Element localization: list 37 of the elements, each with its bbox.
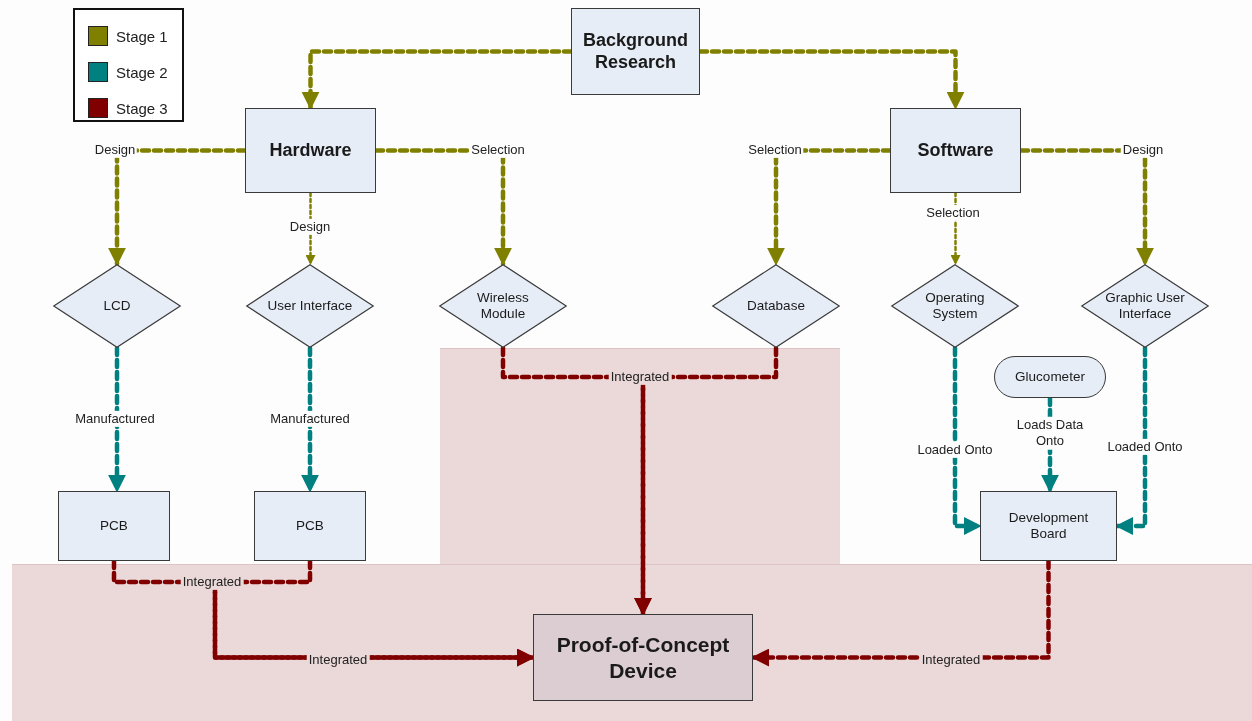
legend-label: Stage 1 — [116, 27, 168, 45]
edge-label: Manufactured — [73, 410, 157, 428]
node-label: Development Board — [1007, 509, 1090, 543]
decision-diamond — [53, 264, 181, 348]
process-box — [254, 491, 366, 561]
decision-diamond — [246, 264, 374, 348]
node-label: Wireless Module — [476, 289, 530, 323]
process-box — [245, 108, 376, 193]
node-label: Operating System — [924, 289, 986, 323]
decision-diamond — [891, 264, 1019, 348]
edge-label: Loaded Onto — [1105, 438, 1185, 456]
edge-label: Manufactured — [268, 410, 352, 428]
edge-label: Loaded Onto — [915, 441, 995, 459]
edge-label: Selection — [924, 204, 982, 222]
node-label: Background Research — [582, 29, 689, 74]
node-label: LCD — [103, 297, 131, 315]
node-label: Glucometer — [1015, 368, 1085, 386]
process-box — [890, 108, 1021, 193]
process-box — [58, 491, 170, 561]
node-label: Graphic User Interface — [1104, 289, 1186, 323]
connector-arrow — [950, 191, 961, 266]
legend-label: Stage 2 — [116, 63, 168, 81]
terminal-box — [994, 356, 1106, 398]
edge-label: Design — [287, 218, 333, 236]
node-label: PCB — [100, 517, 128, 535]
node-label: User Interface — [267, 297, 353, 315]
connector-arrow — [305, 191, 316, 266]
node-label: Hardware — [269, 139, 352, 162]
node-label: Proof-of-Concept Device — [555, 632, 731, 683]
decision-diamond — [1081, 264, 1209, 348]
node-label: Database — [747, 297, 805, 315]
result-box — [533, 614, 753, 701]
node-label: Software — [917, 139, 994, 162]
legend-label: Stage 3 — [116, 99, 168, 117]
process-box — [571, 8, 700, 95]
node-label: PCB — [296, 517, 324, 535]
process-box — [980, 491, 1117, 561]
